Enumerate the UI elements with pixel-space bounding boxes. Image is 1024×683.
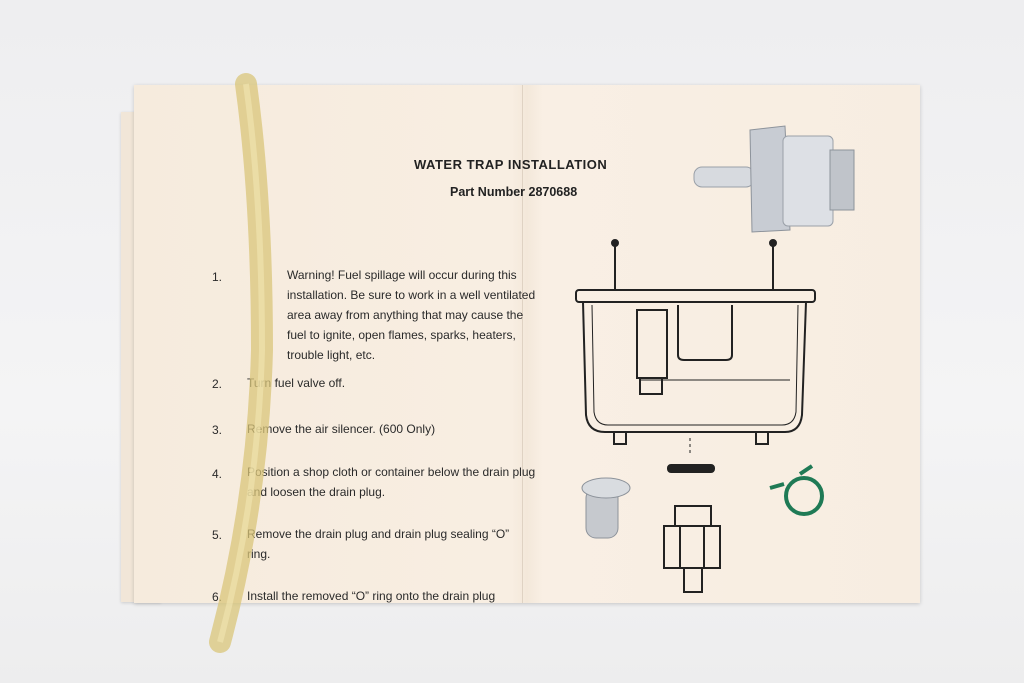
- step-text: Remove the drain plug and drain plug sea…: [247, 527, 510, 561]
- step-text: Position a shop cloth or container below…: [247, 465, 536, 499]
- document-title: WATER TRAP INSTALLATION: [414, 157, 608, 172]
- hose-clamp: [769, 464, 824, 516]
- step-number: 4.: [212, 467, 223, 481]
- drain-plug-part: [581, 477, 631, 539]
- step-number: 1.: [212, 270, 223, 284]
- water-trap-fitting: [693, 125, 855, 233]
- float-bowl-diagram: [575, 239, 816, 593]
- step-text: Remove the air silencer. (600 Only): [247, 422, 436, 436]
- step-number: 6.: [212, 590, 223, 603]
- step-number: 3.: [212, 423, 223, 437]
- step-text: Install the removed “O” ring onto the dr…: [247, 589, 496, 603]
- step-text: Warning! Fuel spillage will occur during…: [287, 268, 536, 362]
- step-number: 2.: [212, 377, 223, 391]
- step-number: 5.: [212, 528, 223, 542]
- sheet-fold: [522, 85, 523, 603]
- part-number: Part Number 2870688: [450, 185, 578, 199]
